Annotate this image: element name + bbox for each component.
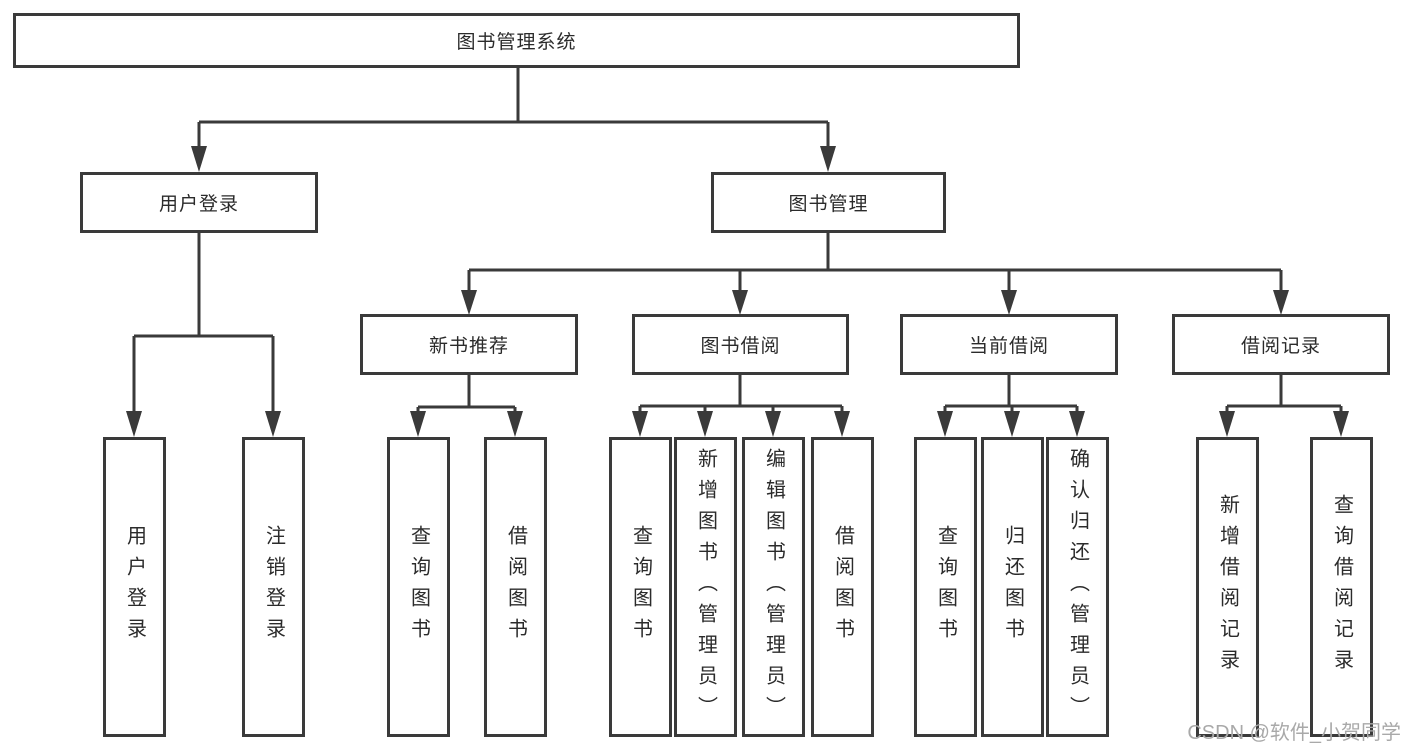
leaf-confirm-return-admin: 确认归还（管理员） <box>1046 437 1109 737</box>
node-book-management: 图书管理 <box>711 172 946 233</box>
node-book-borrow-label: 图书借阅 <box>700 336 781 357</box>
arrowheads <box>126 146 1349 437</box>
leaf-return-books: 归还图书 <box>981 437 1044 737</box>
node-book-management-label: 图书管理 <box>788 194 869 215</box>
leaf-borrow-books: 借阅图书 <box>811 437 874 737</box>
leaf-query-books-current: 查询图书 <box>914 437 977 737</box>
node-user-login: 用户登录 <box>80 172 318 233</box>
node-book-borrow: 图书借阅 <box>632 314 849 375</box>
node-borrow-records: 借阅记录 <box>1172 314 1390 375</box>
leaf-user-login: 用户登录 <box>103 437 166 737</box>
leaf-add-borrow-record: 新增借阅记录 <box>1196 437 1259 737</box>
leaf-query-borrow-record: 查询借阅记录 <box>1310 437 1373 737</box>
leaf-query-books-borrow: 查询图书 <box>609 437 672 737</box>
watermark: CSDN @软件_小贺同学 <box>1187 722 1401 744</box>
node-current-borrow: 当前借阅 <box>900 314 1118 375</box>
node-root-label: 图书管理系统 <box>456 32 577 53</box>
leaf-add-books-admin: 新增图书（管理员） <box>674 437 737 737</box>
node-borrow-records-label: 借阅记录 <box>1240 336 1321 357</box>
node-new-book-recommend: 新书推荐 <box>360 314 578 375</box>
leaf-borrow-books-recommend: 借阅图书 <box>484 437 547 737</box>
node-current-borrow-label: 当前借阅 <box>968 336 1049 357</box>
node-user-login-label: 用户登录 <box>158 194 239 215</box>
leaf-query-books-recommend: 查询图书 <box>387 437 450 737</box>
leaf-logout-login: 注销登录 <box>242 437 305 737</box>
node-root: 图书管理系统 <box>13 13 1020 68</box>
leaf-edit-books-admin: 编辑图书（管理员） <box>742 437 805 737</box>
node-new-book-recommend-label: 新书推荐 <box>428 336 509 357</box>
